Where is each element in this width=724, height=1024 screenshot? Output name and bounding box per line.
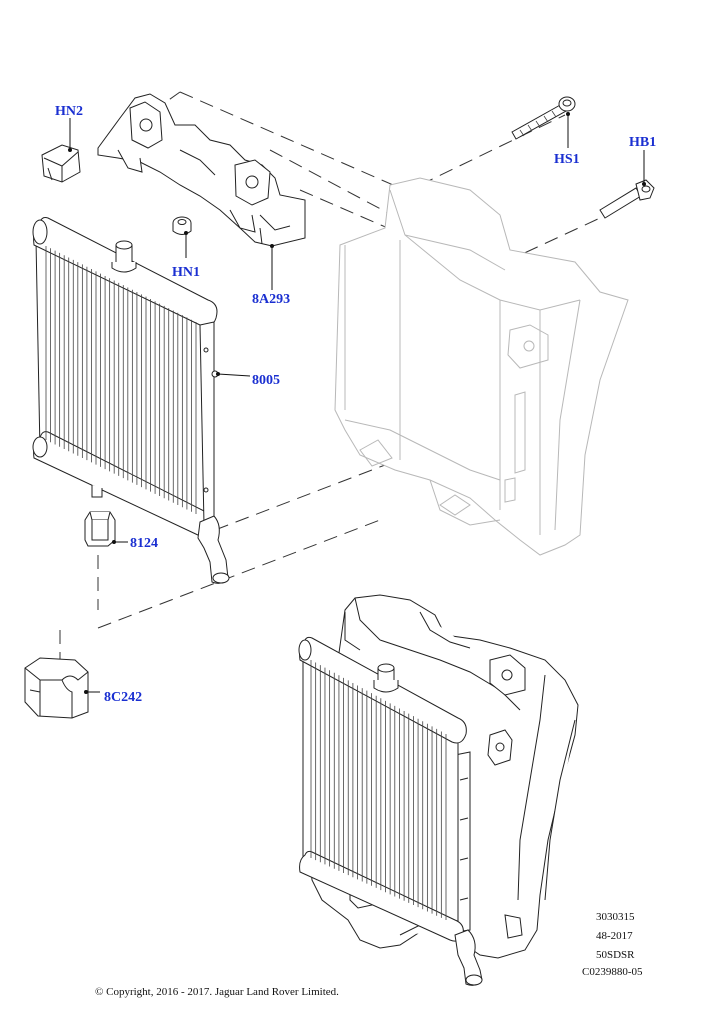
callout-hs1[interactable]: HS1 xyxy=(554,152,580,167)
callout-labels: HN2 HN1 8A293 HS1 HB1 8005 8124 8C242 xyxy=(55,104,656,705)
ref-line-1: 3030315 xyxy=(596,911,635,923)
ref-line-3: 50SDSR xyxy=(596,949,635,961)
ref-line-2: 48-2017 xyxy=(596,930,633,942)
assembled-radiator-view xyxy=(298,594,579,986)
copyright-notice: © Copyright, 2016 - 2017. Jaguar Land Ro… xyxy=(95,986,339,998)
bracket-8c242 xyxy=(24,657,89,719)
nut-hn1 xyxy=(172,216,192,235)
upper-bracket-8a293 xyxy=(97,93,306,247)
screw-hs1 xyxy=(511,96,576,140)
clip-hn2 xyxy=(41,144,81,183)
mount-8124 xyxy=(84,511,116,547)
callout-hn1[interactable]: HN1 xyxy=(172,265,200,280)
callout-8005[interactable]: 8005 xyxy=(252,373,280,388)
assembled-core-fins xyxy=(310,660,447,920)
callout-hn2[interactable]: HN2 xyxy=(55,104,83,119)
radiator-8005 xyxy=(32,217,230,584)
callout-8a293[interactable]: 8A293 xyxy=(252,292,290,307)
callout-hb1[interactable]: HB1 xyxy=(629,135,656,150)
reference-block: 3030315 48-2017 50SDSR C0239880-05 xyxy=(582,911,643,978)
ref-line-4: C0239880-05 xyxy=(582,966,643,978)
callout-8c242[interactable]: 8C242 xyxy=(104,690,142,705)
leader-lines xyxy=(68,112,646,694)
callout-8124[interactable]: 8124 xyxy=(130,536,158,551)
fan-shroud-ghost xyxy=(334,177,629,556)
bolt-hb1 xyxy=(599,179,655,219)
radiator-core-fins xyxy=(45,246,197,514)
